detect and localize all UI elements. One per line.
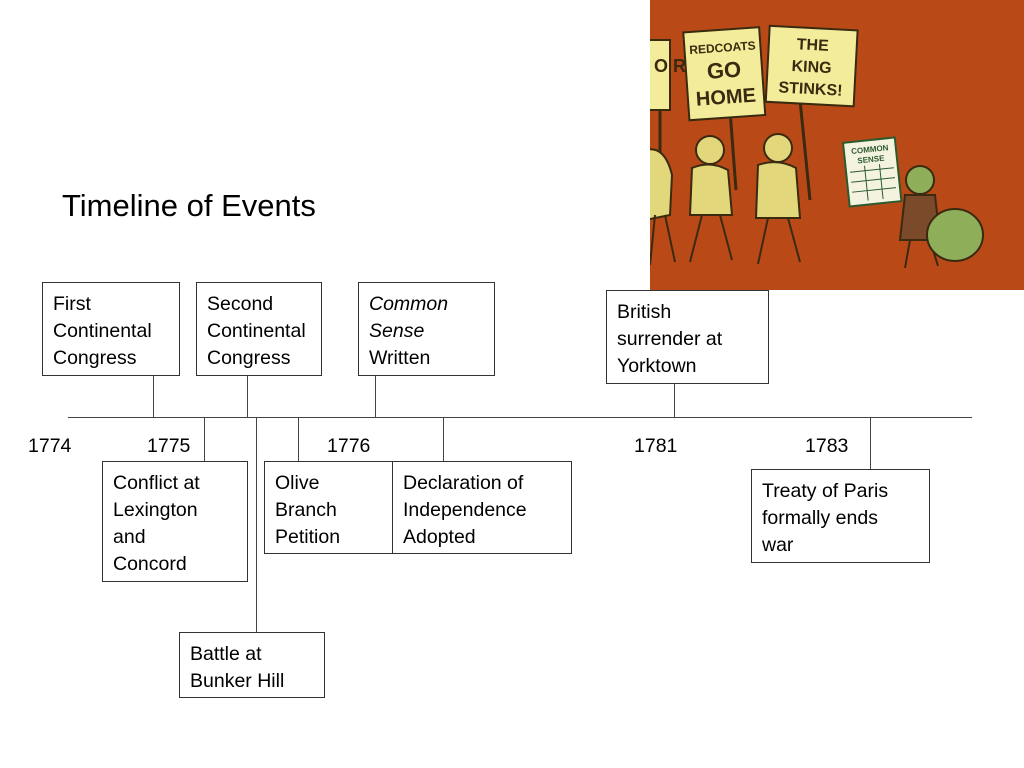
year-1781: 1781	[634, 435, 678, 457]
event-text: Concord	[113, 553, 187, 575]
event-text: Written	[369, 347, 431, 369]
event-olive-branch: Olive Branch Petition	[264, 461, 394, 554]
event-yorktown: British surrender at Yorktown	[606, 290, 769, 384]
year-1776: 1776	[327, 435, 371, 457]
event-text: Continental	[207, 320, 306, 342]
connector-second-congress	[247, 375, 248, 417]
year-1774: 1774	[28, 435, 72, 457]
event-text: First	[53, 293, 91, 315]
event-declaration: Declaration of Independence Adopted	[392, 461, 572, 554]
year-1783: 1783	[805, 435, 849, 457]
event-bunker-hill: Battle at Bunker Hill	[179, 632, 325, 698]
event-text: Lexington	[113, 499, 198, 521]
event-treaty-of-paris: Treaty of Paris formally ends war	[751, 469, 930, 563]
event-text: and	[113, 526, 146, 548]
event-text: Bunker Hill	[190, 670, 285, 692]
sign-king-line1: THE	[796, 36, 829, 55]
event-text: Conflict at	[113, 472, 200, 494]
event-text: formally ends	[762, 507, 878, 529]
event-text: Common	[369, 293, 449, 315]
newspaper-line1: COMMON	[851, 143, 889, 156]
event-text: Declaration of	[403, 472, 524, 494]
page-title: Timeline of Events	[62, 188, 316, 223]
sign-redcoats-line1: REDCOATS	[689, 38, 756, 57]
event-text: Battle at	[190, 643, 262, 665]
sign-king: THE KING STINKS!	[764, 24, 859, 108]
connector-first-congress	[153, 375, 154, 417]
year-1775: 1775	[147, 435, 191, 457]
event-text: Sense	[369, 320, 425, 342]
newspaper-line2: SENSE	[857, 154, 886, 166]
event-text: Olive	[275, 472, 320, 494]
sign-king-line2: KING	[791, 58, 832, 77]
connector-olive-branch	[298, 417, 299, 461]
event-text: Congress	[53, 347, 137, 369]
event-text: Petition	[275, 526, 341, 548]
event-text: Adopted	[403, 526, 476, 548]
event-text: Congress	[207, 347, 291, 369]
event-text: Treaty of Paris	[762, 480, 889, 502]
event-second-continental-congress: Second Continental Congress	[196, 282, 322, 376]
connector-paris	[870, 417, 871, 469]
connector-yorktown	[674, 383, 675, 417]
event-text: Branch	[275, 499, 337, 521]
sign-left-text: O R	[654, 56, 686, 76]
timeline-axis	[68, 417, 972, 418]
protest-illustration: O R REDCOATS GO HOME THE KING STINKS!	[650, 0, 1024, 290]
sign-redcoats-line3: HOME	[695, 85, 756, 111]
event-text: Second	[207, 293, 274, 315]
event-first-continental-congress: First Continental Congress	[42, 282, 180, 376]
sign-redcoats: REDCOATS GO HOME	[682, 26, 767, 122]
sign-redcoats-line2: GO	[706, 57, 742, 84]
event-text: Independence	[403, 499, 527, 521]
connector-common-sense	[375, 375, 376, 417]
sign-king-line3: STINKS!	[778, 79, 843, 99]
sign-left: O R	[650, 39, 686, 111]
connector-lexington	[204, 417, 205, 461]
connector-declaration	[443, 417, 444, 461]
newspaper: COMMON SENSE	[841, 136, 903, 208]
connector-bunker-hill	[256, 417, 257, 632]
event-common-sense: Common Sense Written	[358, 282, 495, 376]
event-lexington-concord: Conflict at Lexington and Concord	[102, 461, 248, 582]
event-text: British	[617, 301, 672, 323]
event-text: war	[762, 534, 794, 556]
event-text: surrender at	[617, 328, 723, 350]
event-text: Continental	[53, 320, 152, 342]
event-text: Yorktown	[617, 355, 697, 377]
